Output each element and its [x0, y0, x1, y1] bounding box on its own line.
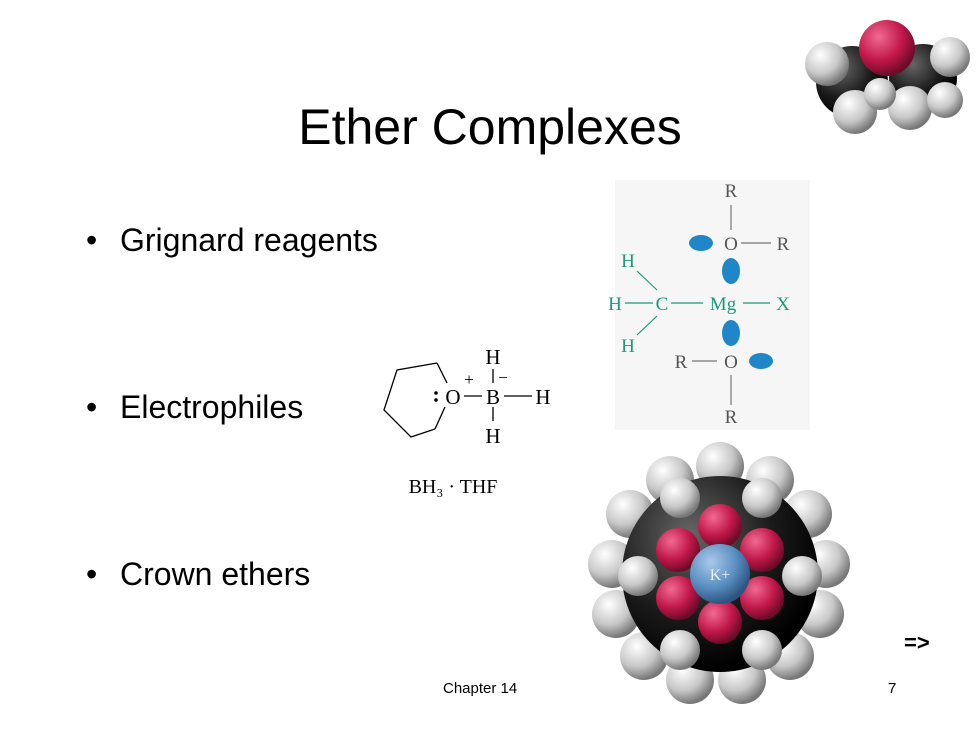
bullet-text: Crown ethers [120, 556, 311, 592]
atom-mg: Mg [710, 294, 737, 315]
footer-chapter: Chapter 14 [443, 680, 518, 697]
bullet-marker: • [86, 556, 98, 592]
atom-r: R [725, 181, 738, 202]
atom-o: O [724, 352, 738, 373]
lone-pair-lobe [722, 320, 740, 346]
potassium-ion [690, 544, 750, 604]
lone-pair-lobe [722, 258, 740, 284]
atom-o: O [724, 234, 738, 255]
lone-pair-lobe [749, 353, 773, 369]
atom-b: B [486, 385, 500, 409]
atom-o: O [445, 385, 460, 409]
next-slide-arrow[interactable]: => [904, 630, 930, 655]
bullet-crown-ethers: • Crown ethers [86, 556, 310, 593]
charge-minus: − [498, 368, 508, 387]
footer-page-number: 7 [888, 680, 897, 697]
slide-title: Ether Complexes [298, 99, 682, 155]
atom-h: H [535, 385, 550, 409]
crown-inner-hydrogens [618, 478, 822, 670]
bullet-marker: • [86, 389, 98, 425]
atom-h: H [608, 294, 622, 315]
crown-oxygen-ring [656, 504, 784, 644]
atom-r: R [725, 407, 738, 428]
atom-r: R [777, 234, 790, 255]
charge-plus: + [464, 370, 474, 389]
structure-background [615, 180, 810, 430]
atom-r: R [675, 352, 688, 373]
atom-x: X [776, 294, 790, 315]
bullet-text: Electrophiles [120, 389, 304, 425]
complex-caption: BH₃ · THF [409, 476, 498, 498]
atom-c: C [656, 294, 669, 315]
bullet-electrophiles: • Electrophiles [86, 389, 303, 426]
bullet-grignard: • Grignard reagents [86, 222, 378, 259]
atom-h: H [621, 336, 635, 357]
bullet-text: Grignard reagents [120, 222, 378, 258]
atom-h: H [485, 424, 500, 448]
atom-h: H [485, 345, 500, 369]
potassium-label: K+ [710, 567, 731, 584]
thf-ring [383, 362, 438, 438]
crown-ether-model: K+ [588, 442, 850, 704]
atom-h: H [621, 251, 635, 272]
bullet-marker: • [86, 222, 98, 258]
bh3-thf-structure: O + − B H H H BH₃ · THF [383, 345, 551, 498]
grignard-etherate-structure: R O R H H C Mg X H R O R [608, 180, 810, 430]
lone-pair-lobe [689, 235, 713, 251]
dimethyl-ether-model [805, 20, 970, 134]
